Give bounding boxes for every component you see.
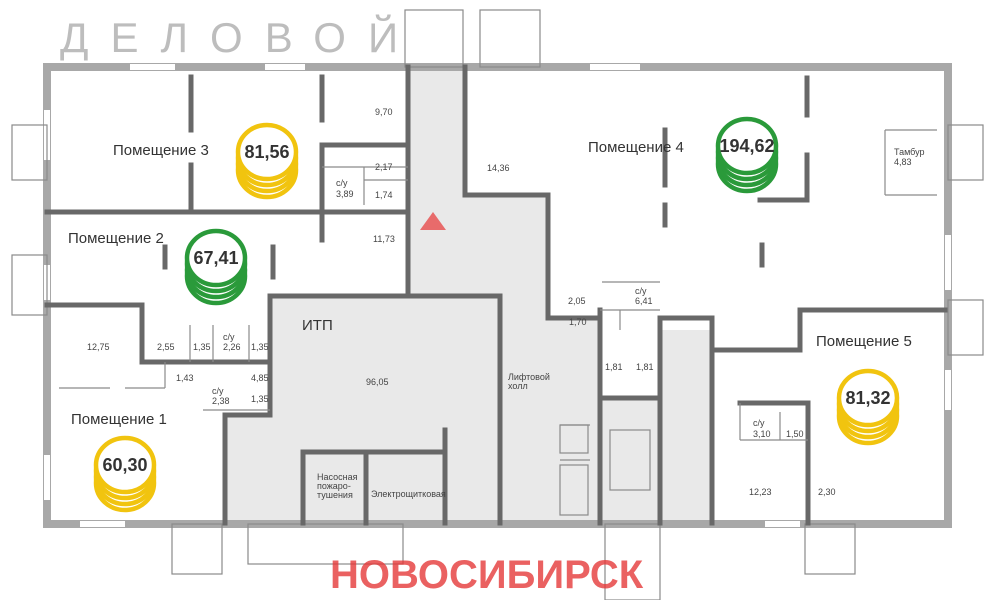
svg-text:Насосная: Насосная	[317, 472, 358, 482]
svg-text:12,75: 12,75	[87, 342, 110, 352]
area-value: 81,56	[244, 142, 289, 162]
svg-text:2,30: 2,30	[818, 487, 836, 497]
area-badge-4[interactable]: 194,62	[715, 116, 779, 194]
svg-text:с/у: с/у	[753, 418, 765, 428]
area-value: 81,32	[845, 388, 890, 408]
svg-text:1,74: 1,74	[375, 190, 393, 200]
partitions	[59, 129, 937, 516]
area-badge-3[interactable]: 81,56	[235, 122, 299, 200]
svg-text:96,05: 96,05	[366, 377, 389, 387]
svg-text:4,85: 4,85	[251, 373, 269, 383]
svg-text:тушения: тушения	[317, 490, 353, 500]
room-title: Помещение 4	[588, 139, 684, 156]
svg-text:3,10: 3,10	[753, 429, 771, 439]
coin-top-icon	[235, 122, 299, 182]
room-title: Помещение 5	[816, 333, 912, 350]
svg-text:Электрощитковая: Электрощитковая	[371, 489, 446, 499]
svg-text:пожаро-: пожаро-	[317, 481, 351, 491]
svg-text:с/у: с/у	[635, 286, 647, 296]
area-badge-1[interactable]: 60,30	[93, 435, 157, 513]
watermark-line1: ДЕЛОВОЙ	[60, 13, 420, 61]
svg-text:12,23: 12,23	[749, 487, 772, 497]
svg-text:3,89: 3,89	[336, 189, 354, 199]
svg-text:9,70: 9,70	[375, 107, 393, 117]
room-title: Помещение 2	[68, 230, 164, 247]
room-title: Помещение 3	[113, 142, 209, 159]
area-value: 67,41	[193, 248, 238, 268]
area-badge-2[interactable]: 67,41	[184, 228, 248, 306]
coin-top-icon	[184, 228, 248, 288]
svg-text:2,26: 2,26	[223, 342, 241, 352]
svg-text:с/у: с/у	[223, 332, 235, 342]
svg-text:Лифтовой: Лифтовой	[508, 372, 550, 382]
area-badge-5[interactable]: 81,32	[836, 368, 900, 446]
svg-text:с/у: с/у	[212, 386, 224, 396]
svg-text:14,36: 14,36	[487, 163, 510, 173]
svg-text:1,35: 1,35	[193, 342, 211, 352]
coin-top-icon	[715, 116, 779, 176]
svg-text:2,38: 2,38	[212, 396, 230, 406]
svg-text:1,35: 1,35	[251, 342, 269, 352]
svg-text:6,41: 6,41	[635, 296, 653, 306]
svg-text:1,81: 1,81	[636, 362, 654, 372]
svg-text:Тамбур: Тамбур	[894, 147, 925, 157]
svg-text:11,73: 11,73	[373, 234, 395, 244]
svg-text:1,43: 1,43	[176, 373, 194, 383]
porches	[11, 9, 984, 600]
svg-text:1,50: 1,50	[786, 429, 804, 439]
svg-text:2,17: 2,17	[375, 162, 393, 172]
coin-top-icon	[836, 368, 900, 428]
coin-top-icon	[93, 435, 157, 495]
area-value: 194,62	[719, 136, 774, 156]
svg-text:2,55: 2,55	[157, 342, 175, 352]
svg-text:4,83: 4,83	[894, 157, 912, 167]
interior-walls	[44, 64, 948, 526]
room-title: Помещение 1	[71, 411, 167, 428]
svg-text:1,35: 1,35	[251, 394, 269, 404]
area-value: 60,30	[102, 455, 147, 475]
svg-text:2,05: 2,05	[568, 296, 586, 306]
svg-text:1,81: 1,81	[605, 362, 623, 372]
watermark-line2: НОВОСИБИРСК	[330, 553, 644, 597]
svg-text:с/у: с/у	[336, 178, 348, 188]
entrance-marker-icon	[420, 212, 446, 230]
svg-text:1,70: 1,70	[569, 317, 587, 327]
area-labels: 9,70 2,17 с/у 3,89 1,74 14,36 11,73 12,7…	[87, 107, 925, 500]
svg-text:холл: холл	[508, 381, 528, 391]
svg-text:ИТП: ИТП	[302, 317, 333, 334]
